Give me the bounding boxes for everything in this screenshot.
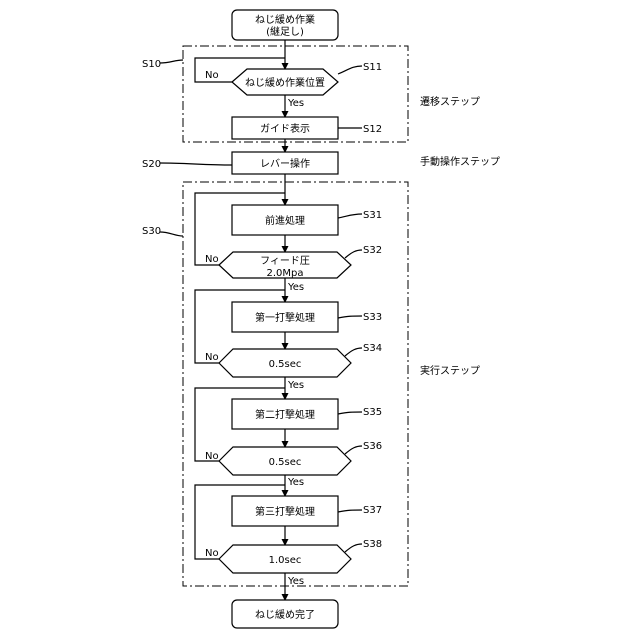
ref-s30: S30 (142, 226, 161, 237)
callout-s37 (338, 510, 362, 512)
s34-yes-label: Yes (287, 380, 304, 391)
s36-no-label: No (205, 451, 219, 462)
label-manual-operation-step: 手動操作ステップ (420, 155, 500, 168)
decision-s38-text: 1.0sec (269, 555, 302, 566)
ref-s32: S32 (363, 245, 382, 256)
process-s12-text: ガイド表示 (260, 122, 310, 135)
s11-yes-label: Yes (287, 98, 304, 109)
ref-s38: S38 (363, 539, 382, 550)
callout-s33 (338, 316, 362, 318)
start-label-line2: (継足し) (266, 25, 304, 38)
ref-s10: S10 (142, 59, 161, 70)
callout-s32 (345, 250, 362, 258)
s34-no-label: No (205, 352, 219, 363)
decision-s32-line1: フィード圧 (260, 256, 310, 267)
ref-s37: S37 (363, 505, 382, 516)
process-s20-text: レバー操作 (260, 157, 310, 170)
callout-s36 (345, 446, 362, 454)
s38-yes-label: Yes (287, 576, 304, 587)
process-s37-text: 第三打撃処理 (255, 505, 315, 518)
s32-no-label: No (205, 254, 219, 265)
ref-s12: S12 (363, 124, 382, 135)
label-transition-step: 遷移ステップ (420, 95, 480, 108)
callout-s31 (338, 214, 362, 218)
callout-s34 (345, 348, 362, 356)
s36-yes-label: Yes (287, 477, 304, 488)
callout-s35 (338, 412, 362, 414)
ref-s36: S36 (363, 441, 382, 452)
ref-s11: S11 (363, 62, 382, 73)
s32-yes-label: Yes (287, 282, 304, 293)
ref-s33: S33 (363, 312, 382, 323)
s38-no-label: No (205, 548, 219, 559)
process-s33-text: 第一打撃処理 (255, 311, 315, 324)
callout-s38 (345, 544, 362, 552)
callout-s10 (160, 60, 183, 63)
label-execution-step: 実行ステップ (420, 364, 480, 377)
callout-s11 (338, 66, 362, 74)
decision-s11-text: ねじ緩め作業位置 (245, 76, 325, 89)
process-s35-text: 第二打撃処理 (255, 408, 315, 421)
ref-s31: S31 (363, 210, 382, 221)
start-label-line1: ねじ緩め作業 (255, 13, 315, 26)
process-s31-text: 前進処理 (265, 214, 305, 227)
ref-s20: S20 (142, 159, 161, 170)
ref-s35: S35 (363, 407, 382, 418)
end-label: ねじ緩め完了 (255, 608, 315, 621)
s11-no-label: No (205, 70, 219, 81)
callout-s30 (160, 232, 183, 236)
decision-s36-text: 0.5sec (269, 457, 302, 468)
decision-s34-text: 0.5sec (269, 359, 302, 370)
callout-s20 (160, 163, 232, 165)
decision-s32-line2: 2.0Mpa (266, 268, 303, 279)
ref-s34: S34 (363, 343, 382, 354)
